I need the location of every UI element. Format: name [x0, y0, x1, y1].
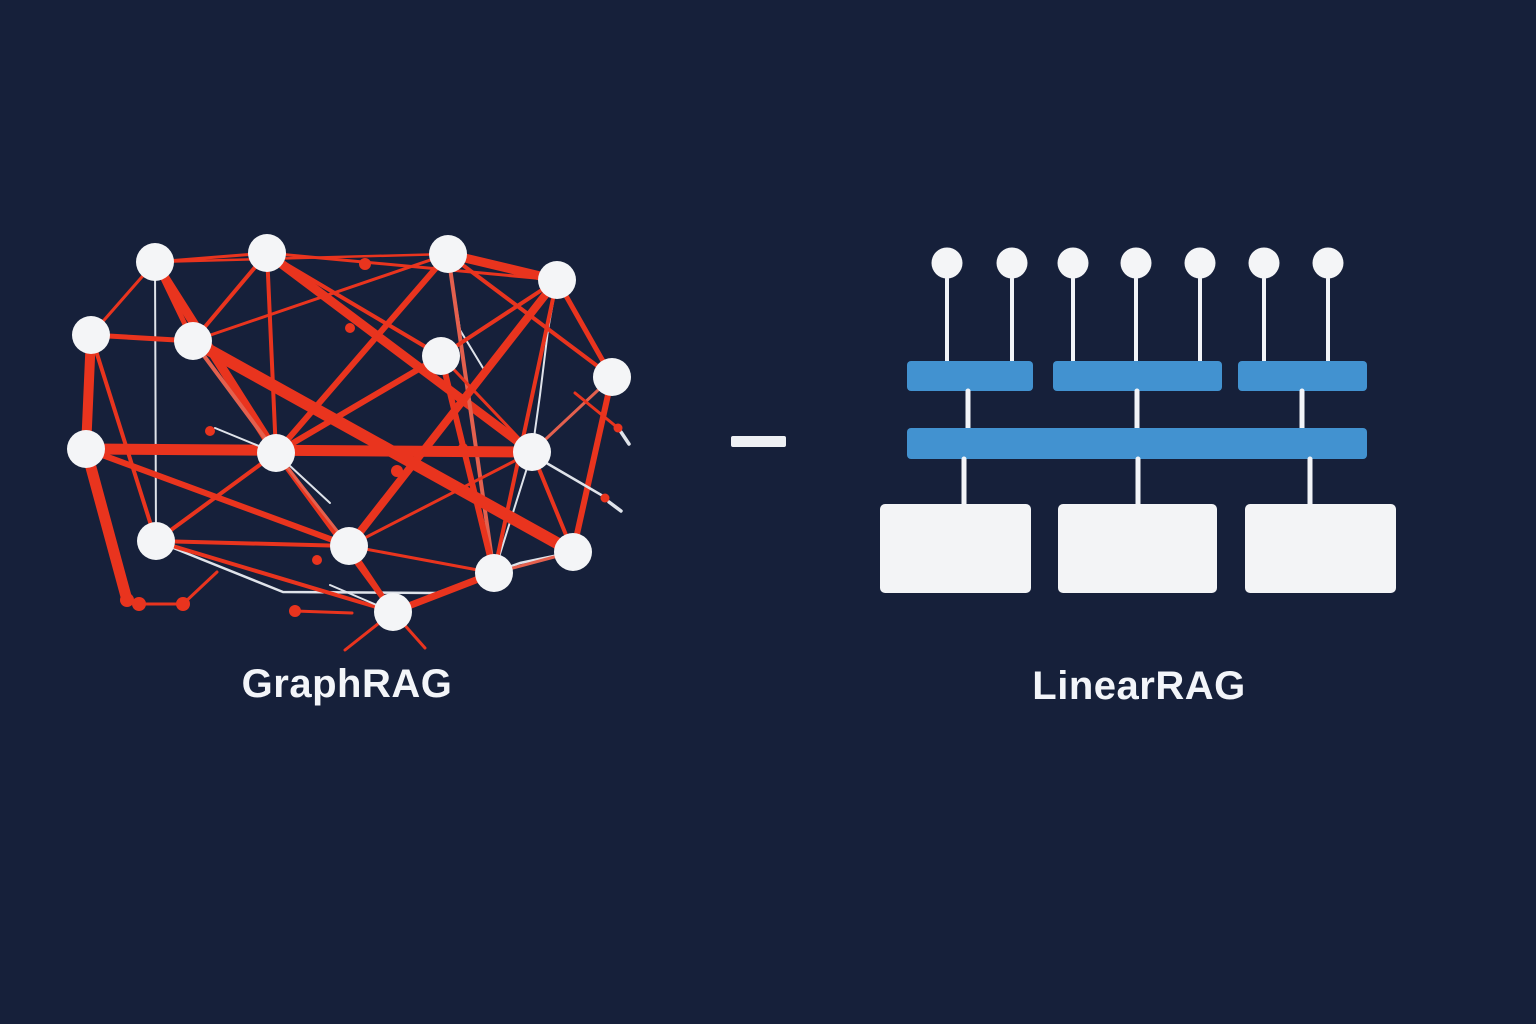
graph-edge-red — [570, 374, 615, 555]
graph-edge-dot — [205, 426, 215, 436]
graph-node — [248, 234, 286, 272]
linear-circle — [1312, 247, 1344, 279]
graph-node — [72, 316, 110, 354]
linear-doc-box — [1245, 504, 1396, 593]
graph-edge-red — [191, 339, 278, 455]
linear-circle — [1120, 247, 1152, 279]
graph-node — [174, 322, 212, 360]
graph-edge-dot — [359, 258, 371, 270]
graph-edge-red — [347, 450, 534, 548]
graph-edge-red — [153, 252, 450, 264]
graph-node — [429, 235, 467, 273]
graph-edge-red — [265, 251, 443, 358]
graph-edge-red — [439, 354, 534, 454]
graph-edge-red — [154, 539, 351, 548]
graph-edge-red — [84, 447, 278, 455]
graph-node — [330, 527, 368, 565]
graph-node — [538, 261, 576, 299]
linear-doc-box — [1058, 504, 1217, 593]
graph-node — [137, 522, 175, 560]
graph-edge-stub — [619, 430, 631, 446]
graph-edge-red — [273, 353, 444, 456]
graph-edge-dot — [391, 465, 403, 477]
graph-node — [422, 337, 460, 375]
linear-circle — [931, 247, 963, 279]
graph-edge-stub — [80, 443, 133, 606]
graph-edge-red — [89, 333, 158, 543]
graph-edge-red — [492, 278, 559, 575]
linear-chunk-bar — [1053, 361, 1222, 391]
linear-doc-box — [880, 504, 1031, 593]
graph-edge-dot — [289, 605, 301, 617]
graph-edge-dot — [120, 593, 134, 607]
graphrag-label: GraphRAG — [241, 662, 453, 706]
linear-circle — [1184, 247, 1216, 279]
graph-node — [374, 593, 412, 631]
graph-edge-red — [81, 330, 96, 454]
graph-edge-red — [154, 451, 278, 543]
graph-edge-stub — [181, 570, 219, 606]
linear-circle — [1057, 247, 1089, 279]
graph-edge-red — [273, 251, 451, 456]
graph-edge-red — [191, 252, 450, 343]
graph-node — [554, 533, 592, 571]
graph-edge-dot — [458, 443, 468, 453]
graph-node — [136, 243, 174, 281]
graph-node — [513, 433, 551, 471]
graph-edge-dot — [312, 555, 322, 565]
graph-node — [67, 430, 105, 468]
graph-edge-red — [265, 251, 278, 455]
graph-edge-red — [154, 539, 395, 614]
linearrag-label: LinearRAG — [1032, 664, 1246, 708]
graph-edge-red — [262, 248, 537, 457]
linear-wide-bar — [907, 428, 1367, 459]
graph-edge-dot — [132, 597, 146, 611]
graph-edge-red — [347, 544, 496, 575]
minus-icon — [731, 436, 786, 447]
graph-edge-stub — [293, 609, 354, 615]
graph-edge-red — [191, 251, 269, 343]
graph-edge-stub — [607, 500, 623, 513]
graph-node — [475, 554, 513, 592]
linear-chunk-bar — [907, 361, 1033, 391]
graph-edge-red — [274, 451, 351, 548]
linear-chunk-bar — [1238, 361, 1367, 391]
graph-edge-dot — [176, 597, 190, 611]
graph-node — [593, 358, 631, 396]
graph-node — [257, 434, 295, 472]
linear-circle — [996, 247, 1028, 279]
graph-edge-red — [446, 252, 496, 575]
graph-edge-dot — [613, 423, 623, 433]
graph-edge-red — [438, 353, 497, 576]
graph-edge-dot — [600, 493, 610, 503]
linear-circle — [1248, 247, 1280, 279]
graph-edge-stub — [573, 391, 620, 430]
graph-edge-dot — [345, 323, 355, 333]
graph-edge-stub — [541, 459, 605, 498]
graph-edge-red — [439, 278, 559, 358]
graph-edge-white — [154, 261, 157, 542]
